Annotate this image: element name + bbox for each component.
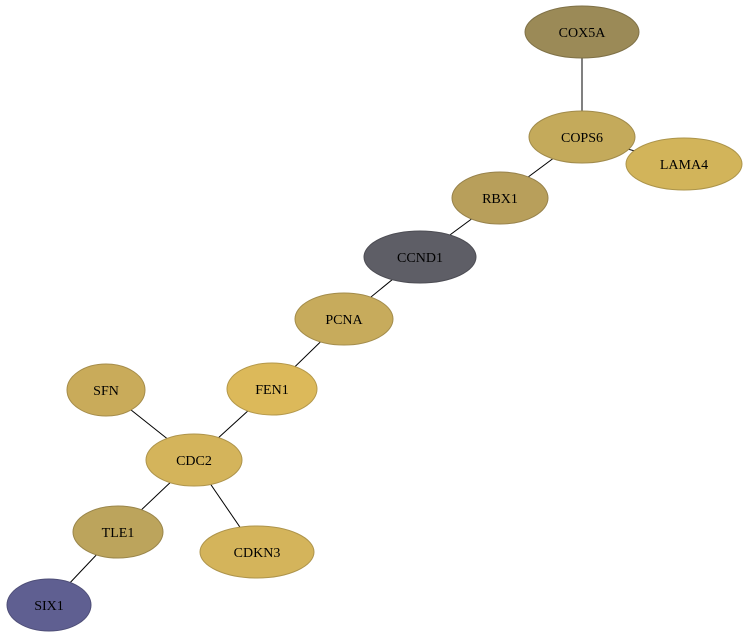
node-sfn[interactable]: SFN (66, 363, 146, 417)
node-fen1[interactable]: FEN1 (226, 362, 318, 416)
node-cdkn3[interactable]: CDKN3 (199, 525, 315, 579)
node-ellipse (66, 363, 146, 417)
node-ellipse (528, 110, 636, 164)
node-ellipse (199, 525, 315, 579)
node-label: FEN1 (255, 383, 288, 398)
node-ellipse (363, 230, 477, 284)
node-label: CCND1 (397, 251, 443, 266)
node-label: SIX1 (34, 599, 64, 614)
node-ellipse (294, 292, 394, 346)
node-cox5a[interactable]: COX5A (524, 5, 640, 59)
node-ellipse (6, 578, 92, 632)
node-rbx1[interactable]: RBX1 (451, 171, 549, 225)
node-label: RBX1 (482, 192, 518, 207)
node-ellipse (72, 505, 164, 559)
node-ellipse (226, 362, 318, 416)
node-label: COPS6 (561, 131, 603, 146)
node-label: CDKN3 (234, 546, 281, 561)
node-ellipse (145, 433, 243, 487)
node-label: PCNA (325, 313, 363, 328)
node-six1[interactable]: SIX1 (6, 578, 92, 632)
node-ellipse (524, 5, 640, 59)
node-lama4[interactable]: LAMA4 (625, 137, 743, 191)
node-label: TLE1 (102, 526, 135, 541)
node-label: COX5A (559, 26, 607, 41)
node-ellipse (451, 171, 549, 225)
node-tle1[interactable]: TLE1 (72, 505, 164, 559)
node-label: SFN (93, 384, 119, 399)
node-pcna[interactable]: PCNA (294, 292, 394, 346)
node-cdc2[interactable]: CDC2 (145, 433, 243, 487)
node-label: LAMA4 (660, 158, 708, 173)
node-cops6[interactable]: COPS6 (528, 110, 636, 164)
node-label: CDC2 (176, 454, 212, 469)
node-ccnd1[interactable]: CCND1 (363, 230, 477, 284)
node-ellipse (625, 137, 743, 191)
